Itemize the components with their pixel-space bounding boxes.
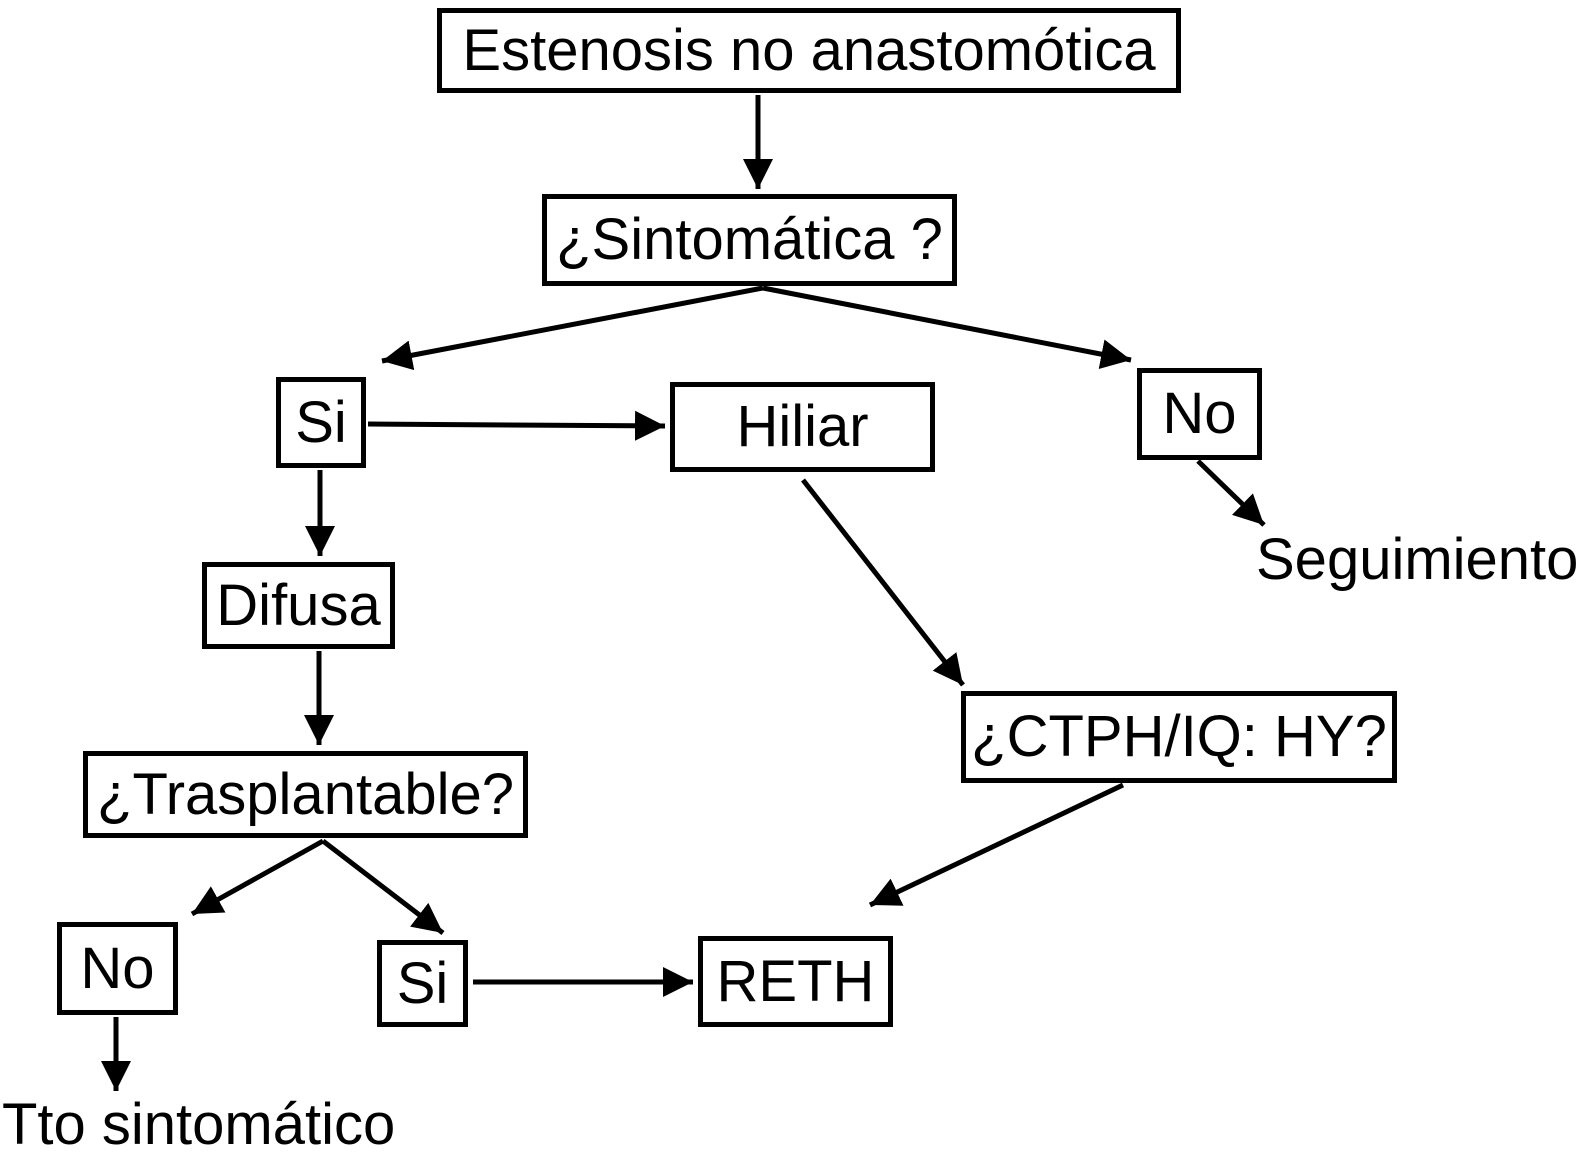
- label-seguimiento: Seguimiento: [1256, 527, 1579, 592]
- edge-si-1-to-hiliar: [367, 410, 666, 441]
- node-label-estenosis: Estenosis no anastomótica: [462, 17, 1156, 83]
- node-label-ctph: ¿CTPH/IQ: HY?: [971, 704, 1387, 769]
- node-si-2: Si: [377, 940, 468, 1027]
- label-tto-sintomatico: Tto sintomático: [2, 1092, 396, 1153]
- edge-sintomatica-to-no-1: [762, 285, 1132, 369]
- node-si-1: Si: [276, 377, 366, 468]
- node-no-1: No: [1137, 368, 1262, 460]
- node-label-reth: RETH: [716, 948, 875, 1014]
- edge-trasplantable-to-no-2: [190, 838, 325, 917]
- node-label-hiliar: Hiliar: [736, 394, 869, 459]
- node-no-2: No: [57, 922, 178, 1015]
- node-label-si-1: Si: [295, 389, 347, 455]
- edge-no-1-to-seguimiento: [1196, 459, 1266, 527]
- node-label-si-2: Si: [396, 950, 449, 1016]
- node-label-no-2: No: [80, 935, 155, 1001]
- node-sintomatica: ¿Sintomática ?: [542, 194, 957, 286]
- edge-trasplantable-to-si-2: [321, 839, 445, 935]
- node-label-sintomatica: ¿Sintomática ?: [556, 207, 943, 272]
- node-estenosis: Estenosis no anastomótica: [437, 8, 1181, 93]
- edge-ctph-to-reth: [868, 782, 1125, 908]
- node-reth: RETH: [698, 936, 893, 1027]
- node-hiliar: Hiliar: [670, 382, 935, 472]
- edge-hiliar-to-ctph: [801, 478, 965, 687]
- edge-sintomatica-to-si-1: [381, 285, 764, 371]
- node-label-trasplantable: ¿Trasplantable?: [97, 761, 514, 827]
- node-label-difusa: Difusa: [216, 572, 381, 638]
- node-difusa: Difusa: [202, 562, 395, 649]
- node-label-no-1: No: [1162, 381, 1237, 446]
- node-trasplantable: ¿Trasplantable?: [83, 751, 528, 838]
- node-ctph: ¿CTPH/IQ: HY?: [961, 691, 1397, 783]
